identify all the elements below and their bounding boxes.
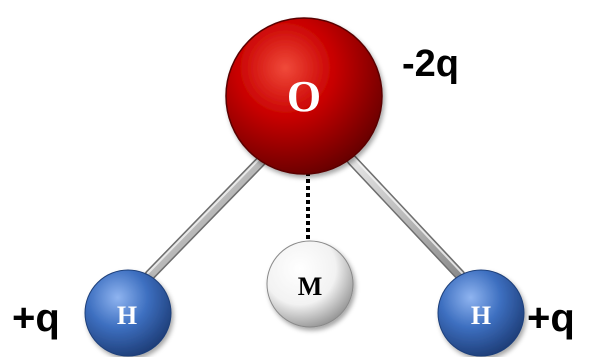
bond-right — [346, 154, 466, 281]
hydrogen-left-label: H — [117, 301, 137, 330]
hydrogen-right-atom: H — [437, 269, 525, 357]
hydrogen-right-label: H — [471, 301, 491, 330]
oxygen-atom: O — [225, 17, 383, 175]
m-site-atom: M — [266, 240, 354, 328]
hydrogen-left-charge-label: +q — [12, 296, 60, 340]
bond-left — [144, 154, 268, 281]
hydrogen-right-charge-label: +q — [527, 296, 575, 340]
oxygen-label: O — [287, 72, 321, 121]
oxygen-charge-label: -2q — [402, 43, 459, 85]
m-site-label: M — [298, 272, 323, 301]
hydrogen-left-atom: H — [84, 269, 172, 357]
